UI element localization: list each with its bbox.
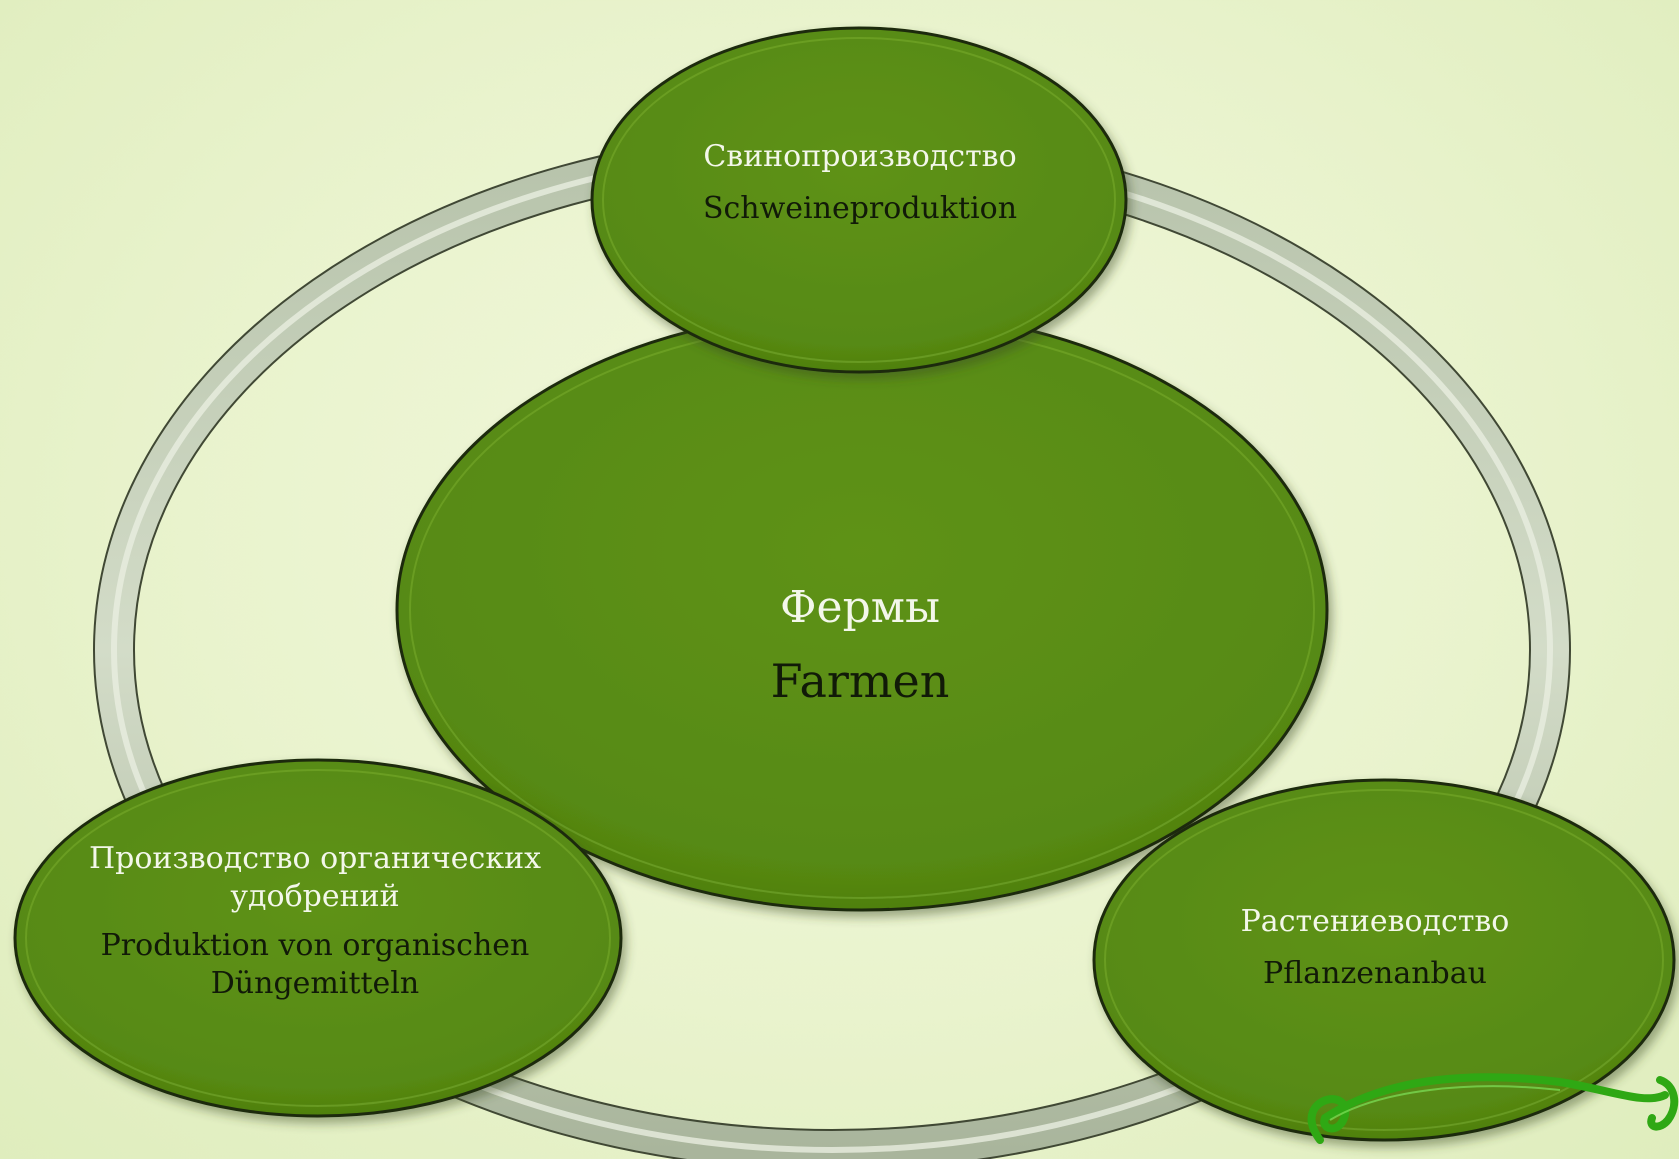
node-left-label: Производство органических удобрений Prod… — [80, 840, 550, 1002]
node-top-ru: Свинопроизводство — [703, 139, 1017, 174]
node-right-label: Растениеводство Pflanzenanbau — [1140, 903, 1610, 992]
node-center-label: Фермы Farmen — [590, 580, 1130, 711]
node-right-ru: Растениеводство — [1240, 904, 1510, 939]
node-left-ru: Производство органических удобрений — [88, 841, 541, 914]
node-left-de: Produktion von organischen Düngemitteln — [100, 928, 530, 1001]
node-top-de: Schweineproduktion — [702, 190, 1018, 226]
node-top-ellipse — [590, 26, 1128, 374]
node-center-ru: Фермы — [780, 582, 940, 633]
node-top-label: Свинопроизводство Schweineproduktion — [610, 138, 1110, 227]
node-left-ellipse — [13, 758, 623, 1118]
node-right-ellipse — [1092, 778, 1676, 1142]
node-center-de: Farmen — [770, 654, 950, 708]
node-right-de: Pflanzenanbau — [1263, 955, 1487, 991]
green-swirl-icon — [1307, 1073, 1679, 1144]
